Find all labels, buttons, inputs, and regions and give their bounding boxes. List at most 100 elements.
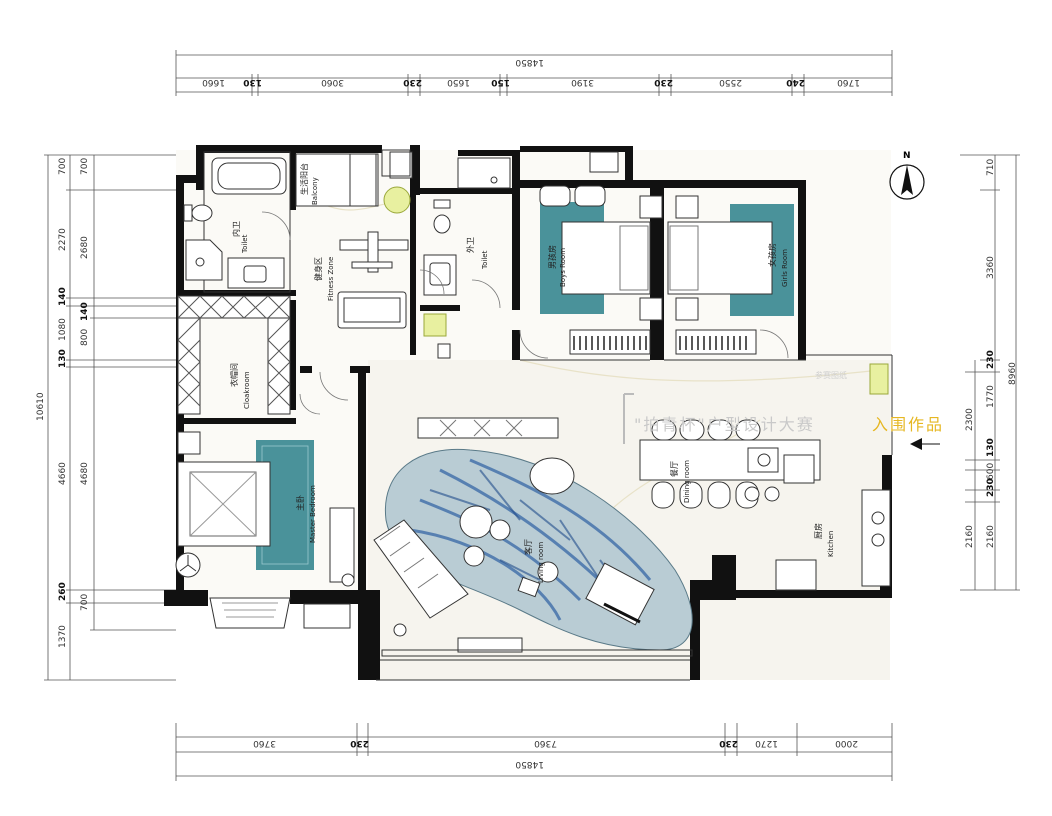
right-dim-10: 2160 xyxy=(965,525,975,548)
top-dim-5: 1650 xyxy=(447,77,470,87)
lounge-chair xyxy=(529,457,575,495)
bottom-dim-6: 2000 xyxy=(835,738,858,748)
right-dimension-lines xyxy=(960,154,1020,591)
top-segment-dims: 1660 130 3060 230 1650 150 3190 230 2550… xyxy=(202,77,860,87)
left-inner-dim-4: 800 xyxy=(80,329,90,346)
right-dim-6: 130 xyxy=(986,438,996,457)
doors xyxy=(261,211,789,415)
entrance-arrow-icon xyxy=(910,438,922,450)
left-inner-dim-1: 700 xyxy=(80,158,90,175)
label-fitness-en: Fitness Zone xyxy=(327,257,335,301)
label-master-en: Master Bedroom xyxy=(309,485,317,543)
windows xyxy=(303,149,693,657)
right-dim-3: 230 xyxy=(986,350,996,369)
left-total-dim: 10610 xyxy=(36,392,46,421)
bottom-total-dim: 14850 xyxy=(515,759,544,769)
top-total-dim: 14850 xyxy=(515,57,544,67)
label-girls-room-cn: 女孩房 xyxy=(767,243,777,267)
outer-toilet-fixtures xyxy=(423,157,511,359)
left-inner-dim-6: 700 xyxy=(80,594,90,611)
balcony-fixtures xyxy=(295,151,413,214)
right-dim-5: 2300 xyxy=(965,408,975,431)
left-dimension-lines xyxy=(44,154,176,681)
label-master-cn: 主卧 xyxy=(295,495,305,511)
right-dim-9: 2160 xyxy=(986,525,996,548)
label-balcony-en: Balcony xyxy=(311,177,319,205)
top-dim-10: 240 xyxy=(786,77,805,87)
left-inner-dim-2: 2680 xyxy=(80,236,90,259)
watermark: 参赛图纸 "拍青杯"户型设计大赛 入围作品 xyxy=(623,370,944,444)
bottom-dim-5: 1270 xyxy=(755,738,778,748)
compass-label: N xyxy=(903,151,911,161)
label-inner-toilet-cn: 内卫 xyxy=(231,221,241,237)
watermark-small: 参赛图纸 xyxy=(815,370,847,380)
label-fitness-cn: 健身区 xyxy=(313,257,323,281)
bottom-dimension-lines xyxy=(175,723,893,781)
label-balcony-cn: 生活阳台 xyxy=(299,163,309,195)
left-inner-dim-5: 4680 xyxy=(80,462,90,485)
label-dining-en: Dining room xyxy=(683,460,691,503)
left-segment-dims: 10610 700 2270 140 1080 130 4660 260 137… xyxy=(36,158,90,648)
left-dim-8: 1370 xyxy=(58,625,68,648)
top-dim-8: 230 xyxy=(654,77,673,87)
right-dim-4: 1770 xyxy=(986,385,996,408)
label-dining-cn: 餐厅 xyxy=(670,461,679,477)
left-dim-1: 700 xyxy=(58,158,68,175)
watermark-line1: "拍青杯"户型设计大赛 xyxy=(634,415,815,434)
watermark-line2: 入围作品 xyxy=(872,415,944,434)
label-kitchen-en: Kitchen xyxy=(827,531,835,557)
label-boys-room-cn: 男孩房 xyxy=(547,245,557,269)
bottom-dim-3: 7360 xyxy=(534,738,557,748)
thin-walls xyxy=(203,151,893,681)
top-dim-6: 150 xyxy=(491,77,510,87)
label-outer-toilet-cn: 外卫 xyxy=(465,237,475,253)
top-dimension-lines xyxy=(175,50,893,96)
bottom-dim-4: 230 xyxy=(719,738,738,748)
label-boys-room-en: Boys Room xyxy=(559,248,567,287)
living-furniture xyxy=(373,457,655,653)
top-dim-2: 130 xyxy=(243,77,262,87)
right-dim-7: 600 xyxy=(986,463,996,480)
top-dim-9: 2550 xyxy=(719,77,742,87)
bottom-dim-1: 3760 xyxy=(253,738,276,748)
label-girls-room-en: Girls Room xyxy=(781,249,789,287)
label-inner-toilet-en: Toilet xyxy=(241,234,249,254)
top-dim-1: 1660 xyxy=(202,77,225,87)
label-cloakroom-cn: 衣帽间 xyxy=(229,363,239,387)
kids-rooms-furniture xyxy=(539,151,794,355)
right-dim-1: 710 xyxy=(986,159,996,176)
sofa xyxy=(373,519,469,619)
left-dim-2: 2270 xyxy=(58,228,68,251)
inner-toilet-fixtures xyxy=(183,157,287,289)
right-total-dim: 8960 xyxy=(1008,362,1018,385)
entrance-marker xyxy=(910,438,940,450)
label-outer-toilet-en: Toilet xyxy=(481,250,489,270)
right-dim-2: 3360 xyxy=(986,256,996,279)
toilet-bowl xyxy=(191,204,213,222)
bottom-dim-2: 230 xyxy=(350,738,369,748)
north-compass: N xyxy=(889,151,925,200)
outer-basin xyxy=(423,254,457,296)
label-living-cn: 客厅 xyxy=(523,539,533,555)
top-dim-4: 230 xyxy=(403,77,422,87)
left-dim-4: 1080 xyxy=(58,318,68,341)
bottom-segment-dims: 3760 230 7360 230 1270 2000 xyxy=(253,738,858,748)
left-dim-5: 130 xyxy=(58,349,68,368)
label-kitchen-cn: 厨房 xyxy=(813,523,823,539)
room-labels: 内卫 Toilet 生活阳台 Balcony 健身区 Fitness Zone … xyxy=(229,163,835,583)
left-inner-dim-3: 140 xyxy=(80,302,90,321)
label-cloakroom-en: Cloakroom xyxy=(243,371,251,409)
top-dim-3: 3060 xyxy=(321,77,344,87)
master-bedroom-furniture xyxy=(175,431,355,629)
left-dim-7: 260 xyxy=(58,582,68,601)
plant-yellow xyxy=(383,186,411,214)
left-dim-6: 4660 xyxy=(58,462,68,485)
left-dim-3: 140 xyxy=(58,287,68,306)
right-dim-8: 230 xyxy=(986,478,996,497)
top-dim-7: 3190 xyxy=(571,77,594,87)
piano xyxy=(585,562,655,626)
label-living-en: Living room xyxy=(537,542,545,583)
cloakroom-wardrobes xyxy=(177,295,291,415)
fitness-equipment xyxy=(337,231,409,329)
